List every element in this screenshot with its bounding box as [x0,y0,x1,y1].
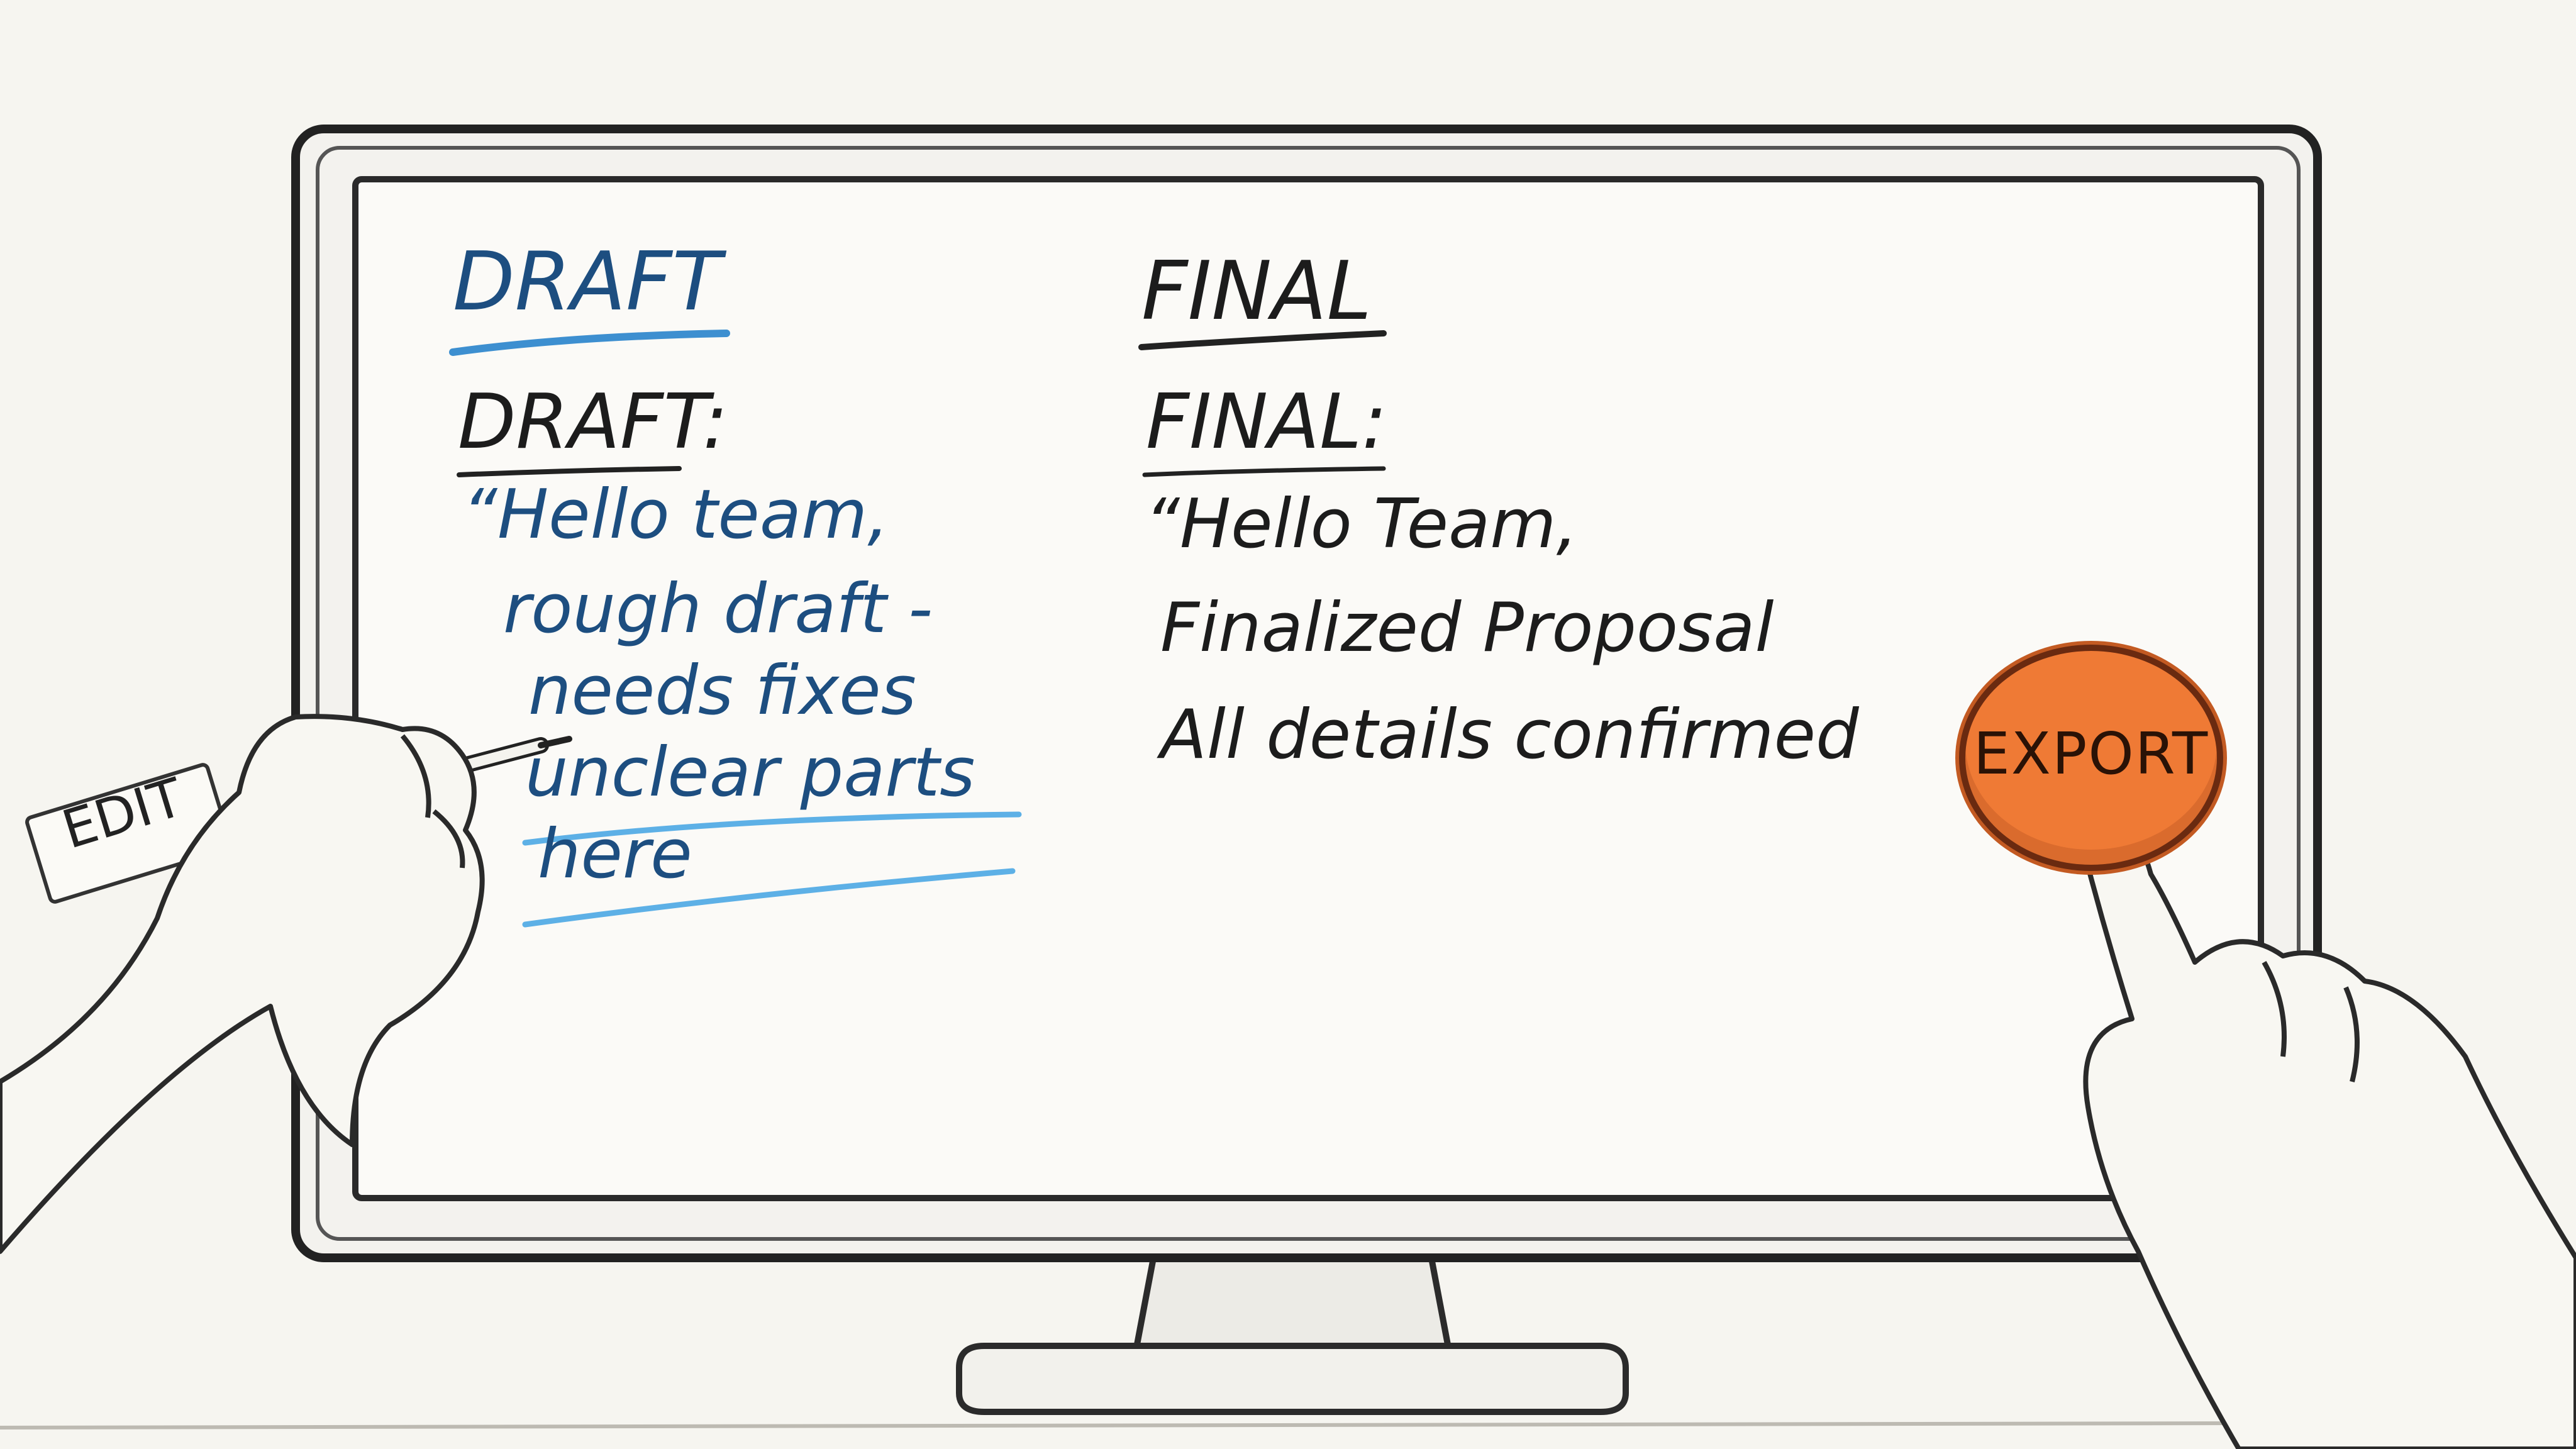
draft-text-highlight-1 [522,811,1022,846]
final-header-underline [1138,330,1387,350]
draft-text-line[interactable]: “Hello team, [462,475,889,554]
final-label-underline [1142,466,1386,477]
draft-text-line[interactable]: unclear parts [525,733,975,812]
final-text-line: “Hello Team, [1145,485,1578,564]
pointing-hand-icon [2073,796,2576,1449]
final-label: FINAL: [1146,379,1387,466]
export-button-label: EXPORT [1973,720,2209,787]
export-button[interactable]: EXPORT [1959,645,2223,871]
draft-text-line[interactable]: rough draft - [503,570,933,648]
draft-text-line[interactable]: needs fixes [528,652,916,730]
final-column-header: FINAL [1141,245,1372,338]
final-text-line: All details confirmed [1160,696,1859,774]
draft-header-underline [449,330,730,356]
writing-hand [0,714,485,1254]
draft-label: DRAFT: [458,379,728,466]
draft-text-highlight-2 [522,868,1016,928]
draft-label-underline [457,466,682,477]
final-text-line: Finalized Proposal [1160,589,1774,667]
monitor-stand [956,1252,1629,1415]
monitor-frame [291,125,2322,1262]
draft-text-line[interactable]: here [538,815,692,894]
draft-column-header: DRAFT [453,235,721,329]
